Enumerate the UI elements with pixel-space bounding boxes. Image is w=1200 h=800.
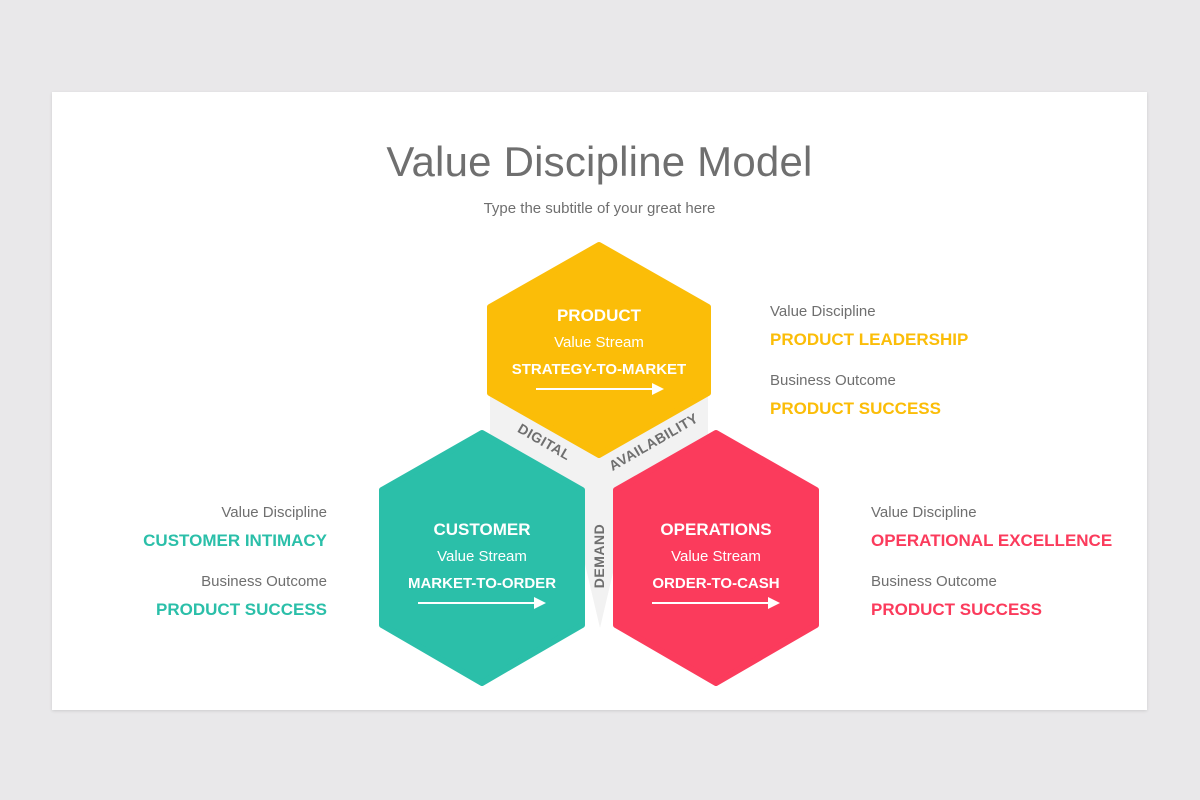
operations-name: OPERATIONS xyxy=(660,520,771,539)
operations-outcome-value: PRODUCT SUCCESS xyxy=(871,600,1042,619)
slide-subtitle: Type the subtitle of your great here xyxy=(483,200,716,217)
customer-hexagon xyxy=(379,430,585,686)
product-discipline-label: Value Discipline xyxy=(770,303,876,320)
customer-discipline-label: Value Discipline xyxy=(221,504,327,521)
customer-discipline-value: CUSTOMER INTIMACY xyxy=(143,531,327,550)
customer-outcome-value: PRODUCT SUCCESS xyxy=(156,600,327,619)
operations-stream-label: Value Stream xyxy=(671,548,761,565)
product-flow: STRATEGY-TO-MARKET xyxy=(512,361,686,378)
customer-outcome-label: Business Outcome xyxy=(201,573,327,590)
customer-stream-label: Value Stream xyxy=(437,548,527,565)
product-hexagon xyxy=(487,242,711,458)
demand-label: DEMAND xyxy=(591,524,607,588)
operations-discipline-value: OPERATIONAL EXCELLENCE xyxy=(871,531,1113,550)
customer-flow: MARKET-TO-ORDER xyxy=(408,575,556,592)
operations-discipline-label: Value Discipline xyxy=(871,504,977,521)
slide-title: Value Discipline Model xyxy=(386,138,813,185)
operations-info: Value Discipline OPERATIONAL EXCELLENCE … xyxy=(871,504,1151,620)
product-name: PRODUCT xyxy=(557,306,642,325)
operations-flow: ORDER-TO-CASH xyxy=(652,575,779,592)
operations-hexagon xyxy=(613,430,819,686)
product-discipline-value: PRODUCT LEADERSHIP xyxy=(770,330,969,349)
product-info: Value Discipline PRODUCT LEADERSHIP Busi… xyxy=(770,303,1050,419)
connector-band xyxy=(490,395,708,628)
product-stream-label: Value Stream xyxy=(554,334,644,351)
customer-arrow-icon xyxy=(418,597,546,609)
product-outcome-label: Business Outcome xyxy=(770,372,896,389)
customer-name: CUSTOMER xyxy=(434,520,531,539)
operations-outcome-label: Business Outcome xyxy=(871,573,997,590)
customer-info: Value Discipline CUSTOMER INTIMACY Busin… xyxy=(47,504,327,620)
operations-arrow-icon xyxy=(652,597,780,609)
product-outcome-value: PRODUCT SUCCESS xyxy=(770,399,941,418)
product-arrow-icon xyxy=(536,383,664,395)
